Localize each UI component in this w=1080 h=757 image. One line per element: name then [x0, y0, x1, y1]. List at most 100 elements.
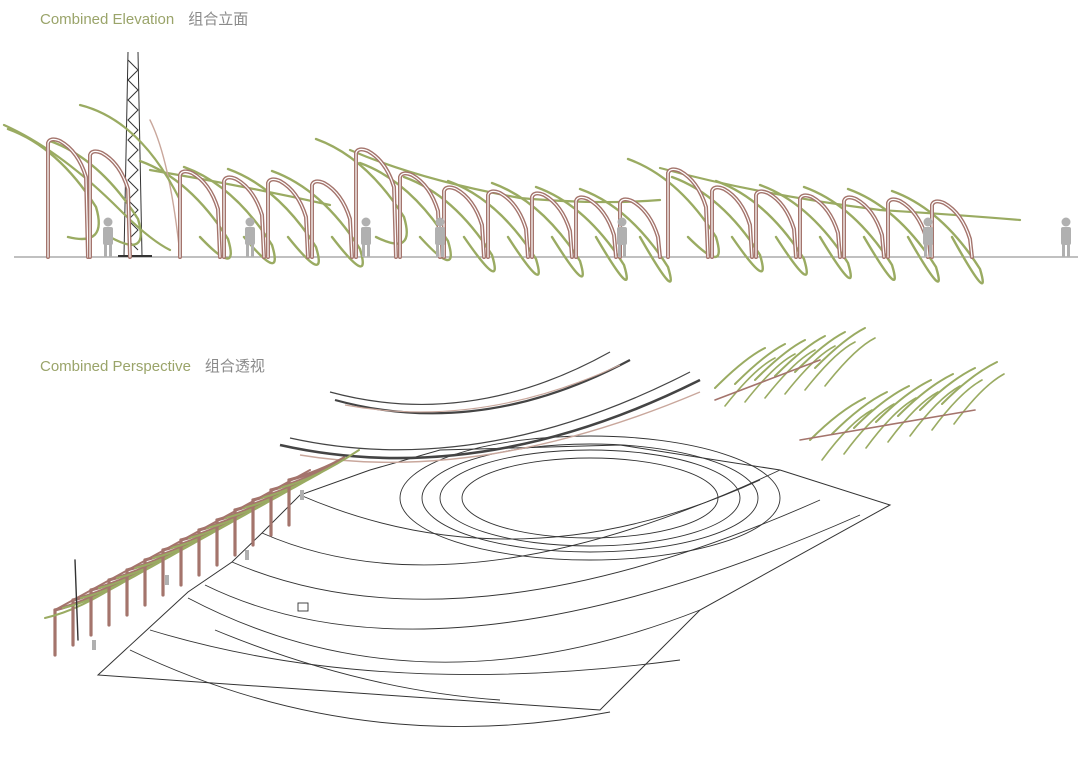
elevation-drawing — [2, 51, 1078, 285]
canopy-curve-ur — [734, 343, 786, 385]
ring-segment — [279, 378, 701, 460]
canopy-swoop — [348, 148, 662, 204]
arch-frame-inner — [311, 180, 353, 258]
arch-frame-inner — [399, 172, 441, 258]
canopy-curve-ur — [824, 337, 876, 387]
persp-ridge — [54, 469, 311, 611]
arch-frame-inner — [89, 150, 131, 258]
canopy-curve-ur — [724, 357, 776, 407]
stage-ring — [421, 443, 759, 553]
canopy-curve-r — [843, 403, 895, 455]
human-figure — [617, 217, 627, 257]
canopy-curve-ur — [764, 349, 816, 399]
canopy-curve-r — [853, 385, 910, 429]
canopy-curve-r — [919, 367, 976, 411]
arch-frame-inner — [443, 186, 485, 258]
arch-frame-inner — [355, 148, 397, 258]
arch-frame-inner — [843, 196, 885, 258]
canopy-curve — [890, 189, 984, 285]
seating-tier — [231, 499, 821, 600]
human-figure — [103, 217, 113, 257]
arch-frames-elevation — [46, 137, 974, 259]
arch-frame-inner — [47, 138, 89, 258]
perspective-title: Combined Perspective — [40, 358, 191, 375]
canopy-curve — [802, 185, 896, 281]
canopy-ridge-r — [799, 409, 976, 441]
ring-segment — [344, 364, 621, 413]
canopy-swoop — [78, 103, 182, 202]
canopy-curve-r — [897, 373, 954, 417]
arch-frame-inner — [619, 198, 661, 258]
arch-frame — [398, 171, 442, 259]
ring-segment — [334, 359, 631, 415]
persp-human — [245, 550, 249, 560]
canopy-curve-ur — [744, 353, 796, 403]
arch-frame-inner — [531, 192, 573, 258]
platform-outline — [96, 444, 892, 711]
elevation-title-zh: 组合立面 — [188, 10, 249, 28]
arch-frame-inner — [755, 190, 797, 258]
canopy-curve-r — [821, 409, 873, 461]
canopy-perspectives — [44, 327, 1005, 657]
small-marker — [297, 602, 309, 612]
canopy-curve-r — [931, 379, 983, 431]
canopy-curve-r — [875, 379, 932, 423]
arch-frame — [266, 177, 310, 259]
ring-segment — [289, 371, 691, 451]
ring-segment — [329, 351, 611, 406]
arch-frame-inner — [887, 198, 929, 258]
seating-tier — [299, 479, 761, 540]
canopy-curve-ur — [814, 327, 866, 369]
amphitheatre-lines — [96, 351, 892, 728]
canopy-swoop — [148, 168, 332, 207]
canopy-curve-r — [909, 385, 961, 437]
arch-frame-inner — [799, 194, 841, 258]
canopy-curve-r — [865, 397, 917, 449]
arch-frame-inner — [931, 200, 973, 258]
arch-frame-inner — [267, 178, 309, 258]
arch-frame-inner — [667, 168, 709, 258]
canopy-ridge-ur — [714, 359, 821, 401]
canopy-curve-r — [831, 391, 888, 435]
canopy-curve-ur — [714, 347, 766, 389]
persp-canopy-curve — [278, 449, 360, 489]
arch-frame-inner — [223, 176, 265, 258]
perspective-heading: Combined Perspective 组合透视 — [40, 355, 265, 376]
canopy-curve — [846, 187, 940, 283]
canopy-curve — [446, 179, 540, 276]
seating-tier — [214, 629, 501, 701]
canopy-curve-r — [809, 397, 866, 441]
persp-tower — [74, 559, 79, 641]
stage-ring — [439, 449, 741, 547]
canopy-curve-r — [953, 373, 1005, 425]
canopy-swoop — [658, 166, 1022, 222]
arch-frame-inner — [179, 170, 221, 258]
persp-human — [92, 640, 96, 650]
perspective-drawing — [44, 327, 1005, 728]
seating-tier — [149, 629, 681, 675]
seating-tier — [187, 597, 701, 663]
canopy-curve — [270, 169, 364, 268]
arch-frame — [486, 189, 530, 259]
canopy-curve — [402, 175, 496, 273]
canopy-curve-r — [941, 361, 998, 405]
canopy-curve — [490, 181, 584, 278]
perspective-title-zh: 组合透视 — [204, 357, 265, 375]
canopy-curve-ur — [804, 341, 856, 391]
arch-frame-inner — [575, 196, 617, 258]
stage-ring — [399, 435, 781, 561]
canopy-curve-ur — [774, 335, 826, 377]
seating-tier — [129, 649, 611, 728]
arch-frame-inner — [487, 190, 529, 258]
human-figure — [435, 217, 445, 257]
ring-segment — [299, 391, 701, 464]
human-figure — [923, 217, 933, 257]
human-figure — [1061, 217, 1071, 257]
human-figure — [245, 217, 255, 257]
human-figure — [361, 217, 371, 257]
stage-ring — [461, 457, 719, 539]
arch-frame — [178, 169, 222, 259]
canopy-curve-r — [887, 391, 939, 443]
